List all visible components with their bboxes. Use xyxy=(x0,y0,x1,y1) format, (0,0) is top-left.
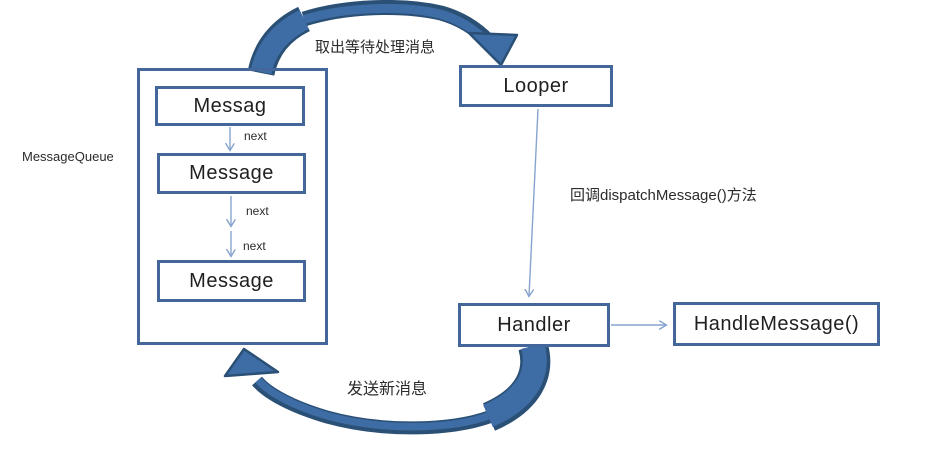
next-label-2: next xyxy=(246,204,269,218)
next-label-1: next xyxy=(244,129,267,143)
dispatch-arrow xyxy=(529,108,539,296)
send-edge-label: 发送新消息 xyxy=(347,381,428,398)
message-node-3: Message xyxy=(157,260,306,302)
next-arrows xyxy=(230,127,231,256)
handler-node: Handler xyxy=(458,303,610,347)
handlemessage-node: HandleMessage() xyxy=(673,302,880,346)
dequeue-curved-arrow xyxy=(247,0,519,77)
message-node-1: Messag xyxy=(155,86,305,126)
next-label-3: next xyxy=(243,239,266,253)
dispatch-edge-label: 回调dispatchMessage()方法 xyxy=(570,187,757,204)
message-queue-container xyxy=(137,68,328,345)
send-curved-arrow xyxy=(223,341,551,435)
looper-node: Looper xyxy=(459,65,613,107)
message-node-2: Message xyxy=(157,153,306,194)
messagequeue-label: MessageQueue xyxy=(22,149,114,164)
dequeue-edge-label: 取出等待处理消息 xyxy=(315,39,436,56)
